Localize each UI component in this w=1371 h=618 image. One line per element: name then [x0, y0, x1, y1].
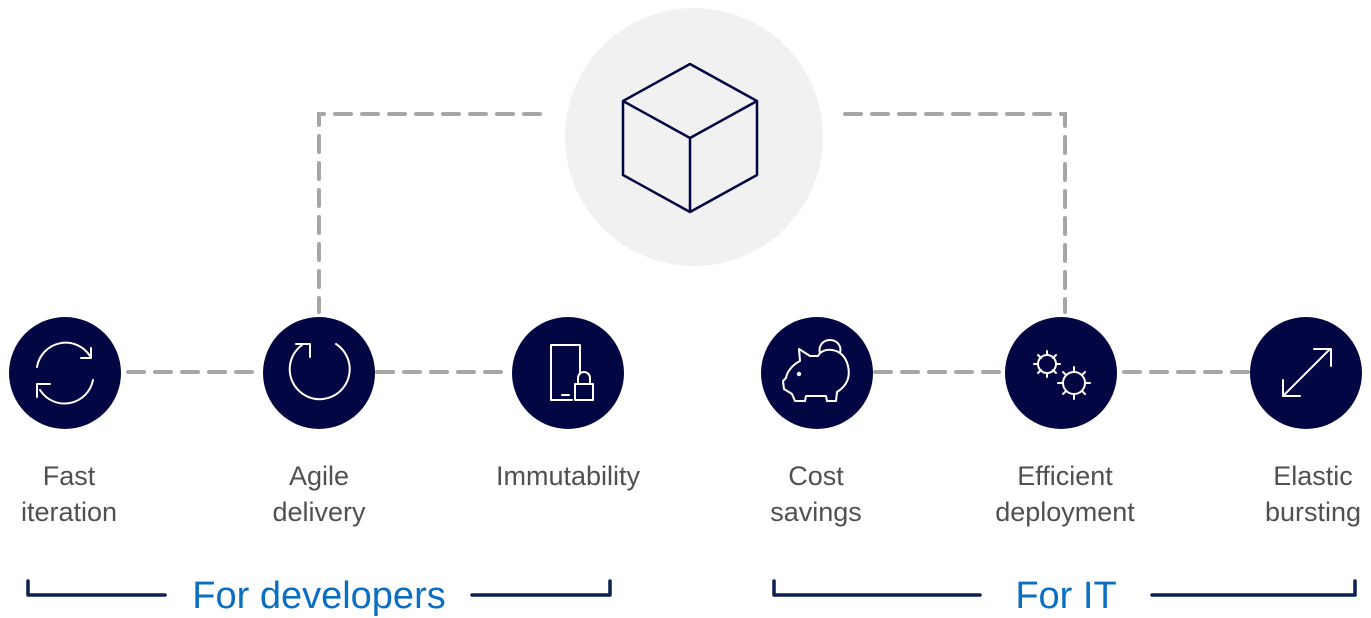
cube-icon — [621, 62, 759, 214]
node-label-efficient-deployment-line2: deployment — [995, 497, 1135, 527]
refresh-icon — [36, 341, 94, 405]
connector-hub-to-it — [843, 112, 1067, 314]
bracket-developers-right — [470, 579, 612, 597]
circular-arrow-icon — [288, 343, 351, 401]
node-circle — [9, 317, 121, 429]
node-circle — [1005, 317, 1117, 429]
node-circle — [263, 317, 375, 429]
node-label-efficient-deployment-line1: Efficient — [1017, 461, 1113, 491]
connectors — [126, 112, 1252, 374]
node-label-fast-iteration-line2: iteration — [21, 497, 117, 527]
hub-container — [565, 8, 823, 266]
locked-document-icon — [550, 344, 594, 401]
node-efficient-deployment — [1005, 317, 1117, 429]
piggy-bank-icon — [782, 339, 850, 402]
gears-icon — [1033, 350, 1091, 400]
node-label-elastic-bursting-line2: bursting — [1265, 497, 1361, 527]
group-developers: For developers — [26, 575, 612, 617]
node-agile-delivery — [263, 317, 375, 429]
node-circle — [512, 317, 624, 429]
node-label-cost-savings-line1: Cost — [788, 461, 844, 491]
node-labels: Fast iteration Agile delivery Immutabili… — [21, 461, 1361, 527]
expand-arrows-icon — [1282, 348, 1332, 397]
node-label-fast-iteration-line1: Fast — [43, 461, 96, 491]
bracket-developers-left — [26, 579, 167, 597]
group-it: For IT — [772, 575, 1357, 617]
group-label-it: For IT — [1015, 575, 1116, 617]
group-label-developers: For developers — [192, 575, 445, 617]
node-label-agile-delivery-line2: delivery — [272, 497, 366, 527]
connector-hub-to-developers — [317, 112, 542, 314]
node-elastic-bursting — [1250, 317, 1362, 429]
bracket-it-right — [1150, 579, 1357, 597]
node-label-agile-delivery-line1: Agile — [289, 461, 349, 491]
node-fast-iteration — [9, 317, 121, 429]
node-label-cost-savings-line2: savings — [770, 497, 862, 527]
node-immutability — [512, 317, 624, 429]
node-label-immutability: Immutability — [496, 461, 641, 491]
bracket-it-left — [772, 579, 982, 597]
node-circle — [761, 317, 873, 429]
node-cost-savings — [761, 317, 873, 429]
node-label-elastic-bursting-line1: Elastic — [1273, 461, 1353, 491]
